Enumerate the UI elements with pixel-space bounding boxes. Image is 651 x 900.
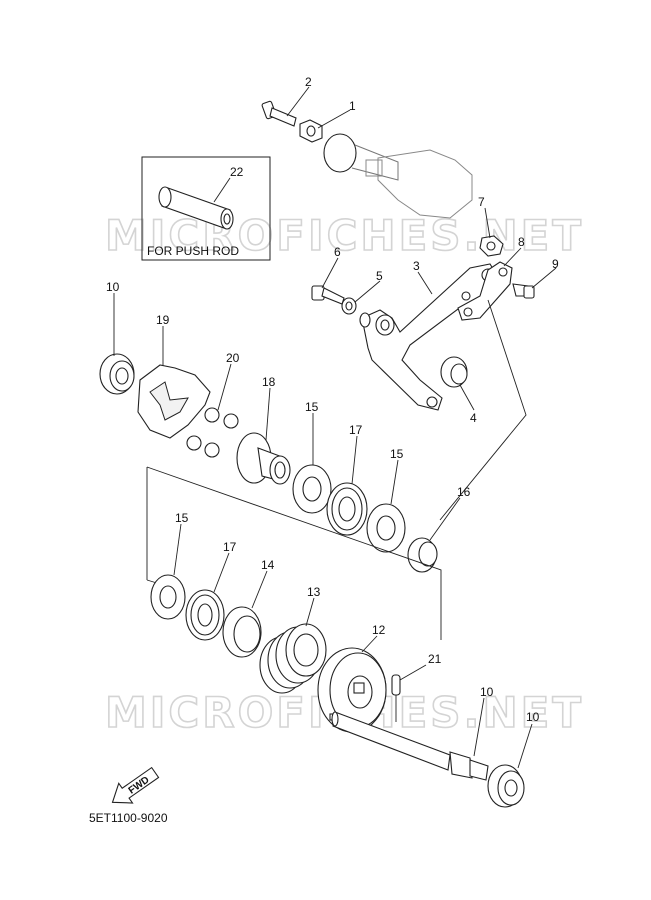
part-5-washer bbox=[341, 297, 357, 315]
callout-10-right: 10 bbox=[526, 710, 540, 724]
callout-21: 21 bbox=[428, 652, 442, 666]
part-7-nut bbox=[479, 235, 504, 257]
part-1-nut bbox=[299, 119, 323, 143]
callout-20: 20 bbox=[226, 351, 240, 365]
part-17-bearing-lower bbox=[185, 589, 225, 641]
part-21-pin bbox=[391, 674, 401, 722]
callout-3: 3 bbox=[413, 259, 420, 273]
callout-10-left: 10 bbox=[106, 280, 120, 294]
part-9-screw bbox=[512, 283, 535, 299]
callout-1: 1 bbox=[349, 99, 356, 113]
callout-19: 19 bbox=[156, 313, 170, 327]
part-17-bearing-upper bbox=[326, 482, 368, 536]
callout-8: 8 bbox=[518, 235, 525, 249]
part-11-shaft bbox=[331, 711, 489, 781]
part-2-bolt bbox=[261, 100, 297, 127]
callout-15-upper: 15 bbox=[305, 400, 319, 414]
part-19-guide bbox=[137, 364, 211, 439]
diagram-code: 5ET1100-9020 bbox=[89, 811, 168, 825]
callout-7: 7 bbox=[478, 195, 485, 209]
part-14-collar bbox=[222, 606, 262, 658]
callout-2: 2 bbox=[305, 75, 312, 89]
callout-16: 16 bbox=[457, 485, 471, 499]
callout-22: 22 bbox=[230, 165, 244, 179]
part-10-bearing-left bbox=[99, 353, 135, 395]
push-rod-inset: 22 FOR PUSH ROD bbox=[141, 156, 271, 261]
part-8-link bbox=[457, 261, 513, 321]
callout-13: 13 bbox=[307, 585, 321, 599]
push-rod-ghost bbox=[323, 133, 473, 219]
part-22-pin bbox=[158, 186, 234, 230]
watermark-top: MICROFICHES.NET bbox=[105, 211, 584, 260]
inset-caption: FOR PUSH ROD bbox=[147, 244, 239, 258]
part-4-collar bbox=[440, 356, 468, 388]
part-16-collar bbox=[407, 537, 438, 573]
callout-14: 14 bbox=[261, 558, 275, 572]
callout-11: 10 bbox=[480, 685, 494, 699]
part-15-washer-upper bbox=[292, 464, 332, 514]
callout-18: 18 bbox=[262, 375, 276, 389]
part-6-bolt bbox=[311, 285, 345, 305]
callout-17-lower: 17 bbox=[223, 540, 237, 554]
callout-17-upper: 17 bbox=[349, 423, 363, 437]
part-18-bush bbox=[236, 432, 291, 485]
part-10-bearing-right bbox=[487, 764, 525, 808]
part-15-washer-lower bbox=[150, 574, 186, 620]
callout-12: 12 bbox=[372, 623, 386, 637]
part-15-washer-mid bbox=[366, 503, 406, 553]
callout-6: 6 bbox=[334, 245, 341, 259]
callout-4: 4 bbox=[470, 411, 477, 425]
part-13-spring bbox=[259, 623, 327, 694]
callout-15-lower: 15 bbox=[175, 511, 189, 525]
callout-9: 9 bbox=[552, 257, 559, 271]
callout-15-mid: 15 bbox=[390, 447, 404, 461]
fwd-arrow: FWD bbox=[111, 766, 160, 804]
part-3-lever bbox=[359, 263, 501, 411]
callout-5: 5 bbox=[376, 269, 383, 283]
part-20-balls bbox=[186, 407, 239, 458]
